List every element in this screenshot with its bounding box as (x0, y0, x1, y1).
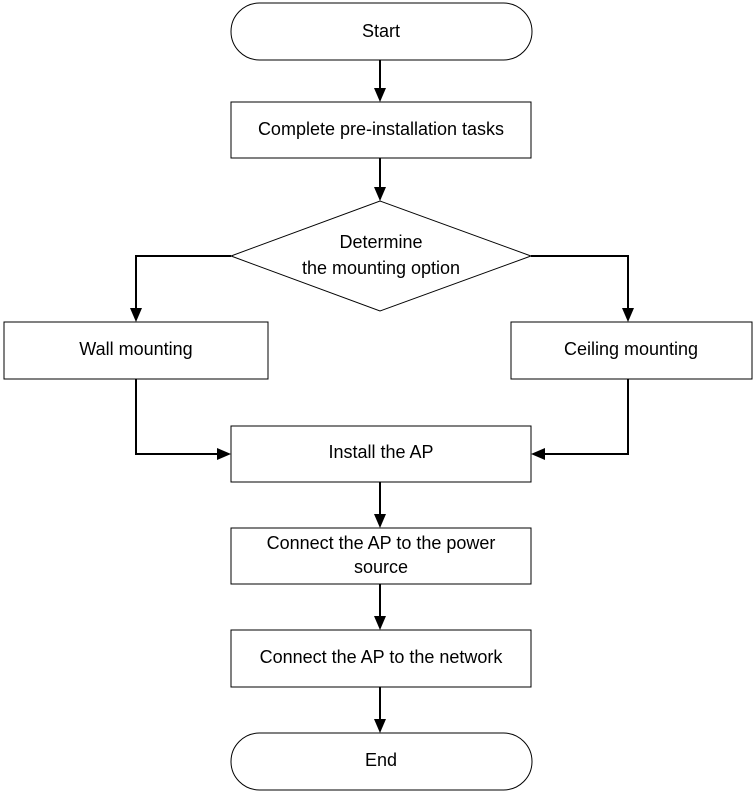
power-box (230, 527, 532, 585)
arrowhead-decision (374, 187, 386, 201)
power-label-line2: source (354, 557, 408, 577)
start-label: Start (362, 21, 400, 41)
preinstall-node: Complete pre-installation tasks (230, 101, 532, 159)
ceiling-node: Ceiling mounting (510, 321, 753, 380)
wall-node: Wall mounting (3, 321, 269, 380)
install-label: Install the AP (328, 442, 433, 462)
install-box (230, 425, 532, 483)
arrowhead-install-right (531, 448, 545, 460)
decision-diamond (229, 200, 533, 312)
arrowhead-power (374, 514, 386, 528)
ceiling-label: Ceiling mounting (564, 339, 698, 359)
decision-node: Determine the mounting option (229, 200, 533, 312)
arrowhead-ceiling (622, 308, 634, 322)
end-label: End (365, 750, 397, 770)
power-node: Connect the AP to the power source (230, 527, 532, 585)
arrowhead-install-left (217, 448, 231, 460)
network-node: Connect the AP to the network (230, 629, 532, 688)
wall-label: Wall mounting (79, 339, 192, 359)
preinstall-label: Complete pre-installation tasks (258, 119, 504, 139)
edge-decision-to-ceiling (531, 255, 629, 310)
end-terminal (230, 732, 533, 791)
arrowhead-network (374, 616, 386, 630)
network-label: Connect the AP to the network (260, 647, 504, 667)
decision-label-line1: Determine (339, 232, 422, 252)
network-box (230, 629, 532, 688)
arrowhead-preinstall (374, 88, 386, 102)
power-label-line1: Connect the AP to the power (267, 533, 496, 553)
arrowhead-end (374, 719, 386, 733)
ceiling-box (510, 321, 753, 380)
edges (130, 60, 634, 733)
preinstall-box (230, 101, 532, 159)
start-node: Start (230, 2, 533, 61)
arrowhead-wall (130, 308, 142, 322)
install-node: Install the AP (230, 425, 532, 483)
end-node: End (230, 732, 533, 791)
edge-wall-to-install (135, 379, 219, 455)
start-terminal (230, 2, 533, 61)
edge-ceiling-to-install (543, 379, 629, 455)
decision-label-line2: the mounting option (302, 258, 460, 278)
edge-decision-to-wall (135, 255, 231, 310)
wall-box (3, 321, 269, 380)
